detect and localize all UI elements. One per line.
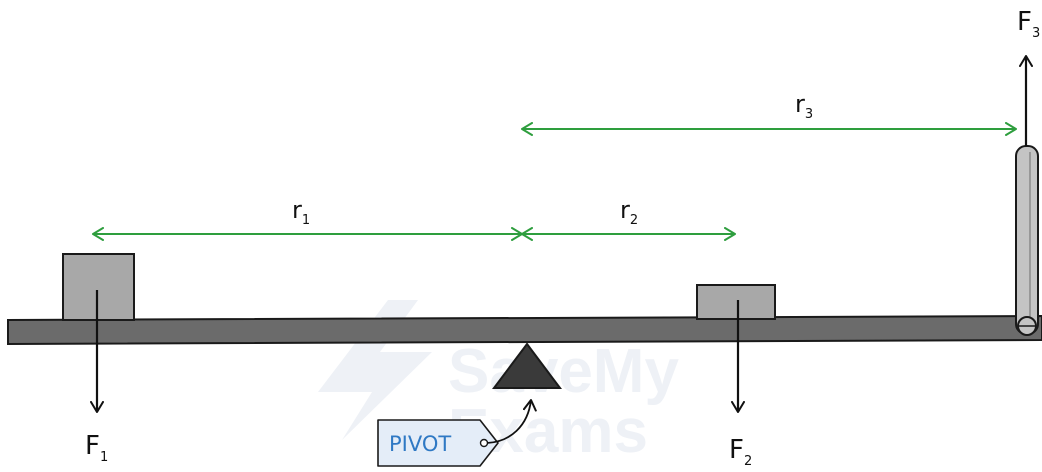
label-f3: F3 xyxy=(1017,7,1040,41)
lever-beam xyxy=(7,314,1042,346)
pivot-pointer-arrow xyxy=(486,399,537,444)
pivot-triangle xyxy=(492,342,562,389)
right-block xyxy=(696,284,776,320)
label-f2: F2 xyxy=(729,435,752,469)
left-block xyxy=(62,253,135,321)
label-r2: r2 xyxy=(620,196,638,228)
label-r1: r1 xyxy=(292,196,310,228)
watermark-line1: SaveMy xyxy=(448,337,679,406)
vertical-rod xyxy=(1015,145,1039,336)
tag-hole xyxy=(479,438,489,448)
pivot-tag-label: PIVOT xyxy=(389,432,451,456)
pivot-tag: PIVOT xyxy=(377,399,537,467)
label-r3: r3 xyxy=(795,90,813,122)
label-f1: F1 xyxy=(85,431,108,465)
